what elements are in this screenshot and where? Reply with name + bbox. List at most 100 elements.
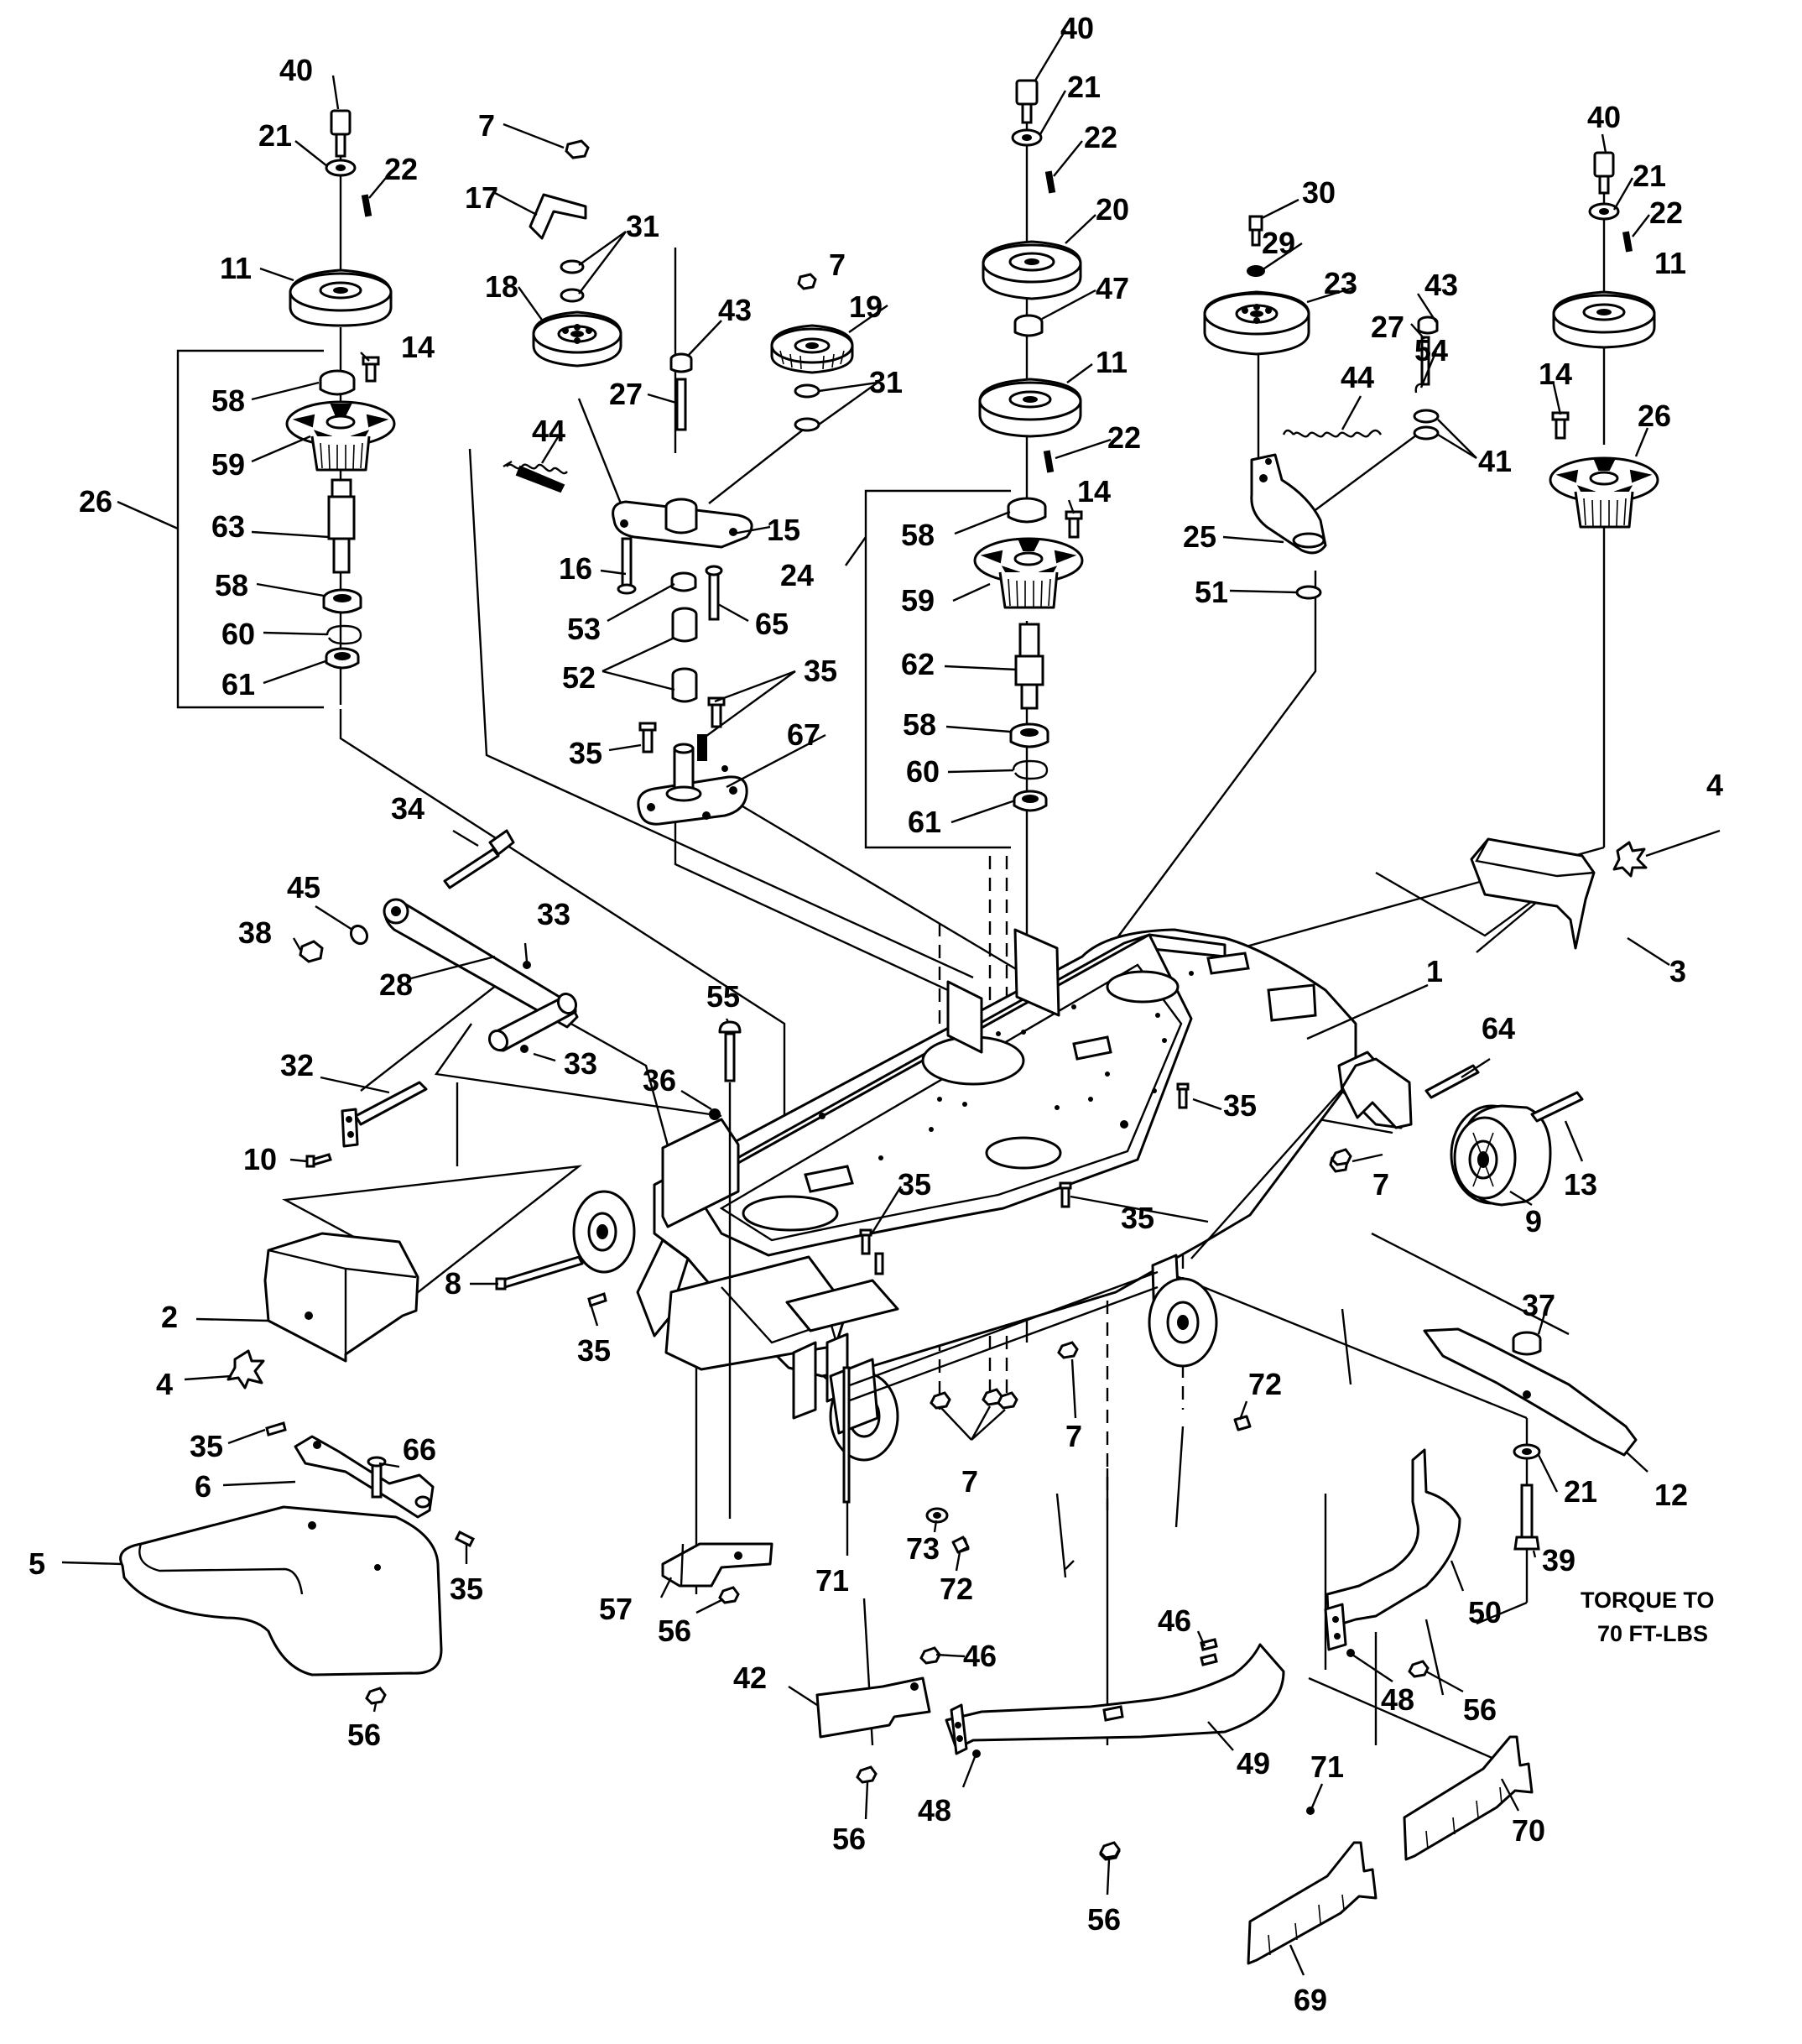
- callout-11-left: 11: [220, 251, 252, 285]
- blade-assembly: [1423, 1327, 1638, 1551]
- callout-numbers: 40 21 22 11 58 14 59 26 63 58 60 61 7 17…: [29, 11, 1723, 2017]
- callout-35-chute-right: 35: [450, 1572, 483, 1606]
- callout-72-left: 72: [940, 1572, 973, 1606]
- callout-33-bottom: 33: [564, 1046, 597, 1081]
- callout-24: 24: [780, 558, 814, 592]
- callout-7-front: 7: [1065, 1419, 1082, 1453]
- callout-3: 3: [1669, 954, 1686, 988]
- callout-42: 42: [733, 1661, 767, 1695]
- callout-56-left-bottom: 56: [832, 1822, 866, 1856]
- callout-40-center: 40: [1060, 11, 1094, 45]
- torque-note-line2: 70 FT-LBS: [1597, 1621, 1708, 1646]
- callout-22-center-bottom: 22: [1107, 420, 1141, 455]
- callout-44-right: 44: [1341, 360, 1374, 394]
- callout-60-center: 60: [906, 754, 940, 789]
- callout-20: 20: [1096, 192, 1129, 227]
- callout-41: 41: [1478, 444, 1512, 478]
- callout-35-deck-front: 35: [1121, 1201, 1154, 1235]
- callout-36: 36: [643, 1063, 676, 1098]
- callout-56-bracket: 56: [658, 1614, 691, 1648]
- callout-66: 66: [403, 1432, 436, 1467]
- callout-7-pulley19: 7: [829, 248, 846, 282]
- callout-22-center-top: 22: [1084, 120, 1117, 154]
- callout-31-left: 31: [626, 209, 659, 243]
- callout-33-top: 33: [537, 897, 570, 931]
- callout-4-left: 4: [156, 1367, 173, 1401]
- callout-22-right: 22: [1649, 196, 1683, 230]
- center-spindle-stack: [973, 79, 1084, 812]
- callout-26-left: 26: [79, 484, 112, 519]
- callout-35-chute-left: 35: [190, 1429, 223, 1463]
- callout-61-center: 61: [908, 805, 941, 839]
- callout-64: 64: [1482, 1011, 1515, 1045]
- discharge-chute: [119, 1421, 476, 1705]
- callout-46-right: 46: [1158, 1603, 1191, 1638]
- callout-38: 38: [238, 915, 272, 950]
- callout-34: 34: [391, 791, 424, 826]
- callout-59-center: 59: [901, 583, 935, 618]
- callout-48-left: 48: [918, 1793, 951, 1828]
- rear-wheel-assembly: [1341, 1057, 1584, 1207]
- callout-16: 16: [559, 551, 592, 586]
- leader-lines: [176, 101, 1606, 1764]
- idler-pulley-19: [770, 273, 854, 432]
- callout-leaders: [61, 29, 1721, 1976]
- callout-12: 12: [1654, 1478, 1688, 1512]
- callout-18: 18: [485, 269, 518, 304]
- mower-deck-frame: [495, 928, 1403, 1462]
- callout-56-right: 56: [1463, 1692, 1497, 1727]
- callout-47: 47: [1096, 271, 1129, 305]
- callout-21-right: 21: [1633, 159, 1666, 193]
- callout-7-right: 7: [1372, 1167, 1389, 1202]
- callout-21-center: 21: [1067, 70, 1101, 104]
- callout-35-idler-right: 35: [804, 654, 837, 688]
- callout-30: 30: [1302, 175, 1336, 210]
- callout-27-right: 27: [1371, 310, 1404, 344]
- callout-58-center-top: 58: [901, 518, 935, 552]
- torque-note-line1: TORQUE TO: [1581, 1588, 1715, 1613]
- callout-56-center-bottom: 56: [1087, 1902, 1121, 1937]
- callout-48-right: 48: [1381, 1682, 1414, 1717]
- callout-51: 51: [1195, 575, 1228, 609]
- callout-9: 9: [1525, 1204, 1542, 1238]
- callout-71-left: 71: [815, 1563, 849, 1598]
- callout-29: 29: [1262, 226, 1295, 260]
- callout-35-idler-left: 35: [569, 736, 602, 770]
- idler-arm-assembly: [503, 352, 753, 826]
- front-baffles: [661, 1020, 1534, 1965]
- callout-8: 8: [445, 1266, 461, 1301]
- callout-70: 70: [1512, 1813, 1545, 1848]
- callout-28: 28: [379, 967, 413, 1002]
- callout-39: 39: [1542, 1543, 1575, 1577]
- callout-31-right: 31: [869, 365, 903, 399]
- callout-26-right: 26: [1638, 399, 1671, 433]
- callout-2: 2: [161, 1300, 178, 1334]
- callout-27-left: 27: [609, 377, 643, 411]
- callout-32: 32: [280, 1048, 314, 1082]
- callout-7-top-left: 7: [478, 108, 495, 143]
- callout-22-left: 22: [384, 152, 418, 186]
- callout-43-right: 43: [1424, 268, 1458, 302]
- left-spindle-stack: [285, 109, 396, 670]
- callout-45: 45: [287, 870, 320, 905]
- callout-49: 49: [1237, 1746, 1270, 1781]
- callout-13: 13: [1564, 1167, 1597, 1202]
- callout-23: 23: [1324, 266, 1357, 300]
- callout-21-left: 21: [258, 118, 292, 153]
- callout-10: 10: [243, 1142, 277, 1176]
- callout-57: 57: [599, 1592, 633, 1626]
- callout-14-left: 14: [401, 330, 435, 364]
- callout-37: 37: [1522, 1288, 1555, 1322]
- callout-50: 50: [1468, 1595, 1502, 1629]
- callout-55: 55: [706, 979, 740, 1014]
- callout-44-left: 44: [532, 414, 565, 448]
- callout-11-center: 11: [1096, 345, 1128, 379]
- callout-62: 62: [901, 647, 935, 681]
- callout-54: 54: [1414, 333, 1448, 368]
- callout-67: 67: [787, 717, 820, 752]
- callout-35-left-deck: 35: [577, 1333, 611, 1368]
- callout-35-deck-center: 35: [898, 1167, 931, 1202]
- callout-52: 52: [562, 660, 596, 695]
- callout-56-chute: 56: [347, 1718, 381, 1752]
